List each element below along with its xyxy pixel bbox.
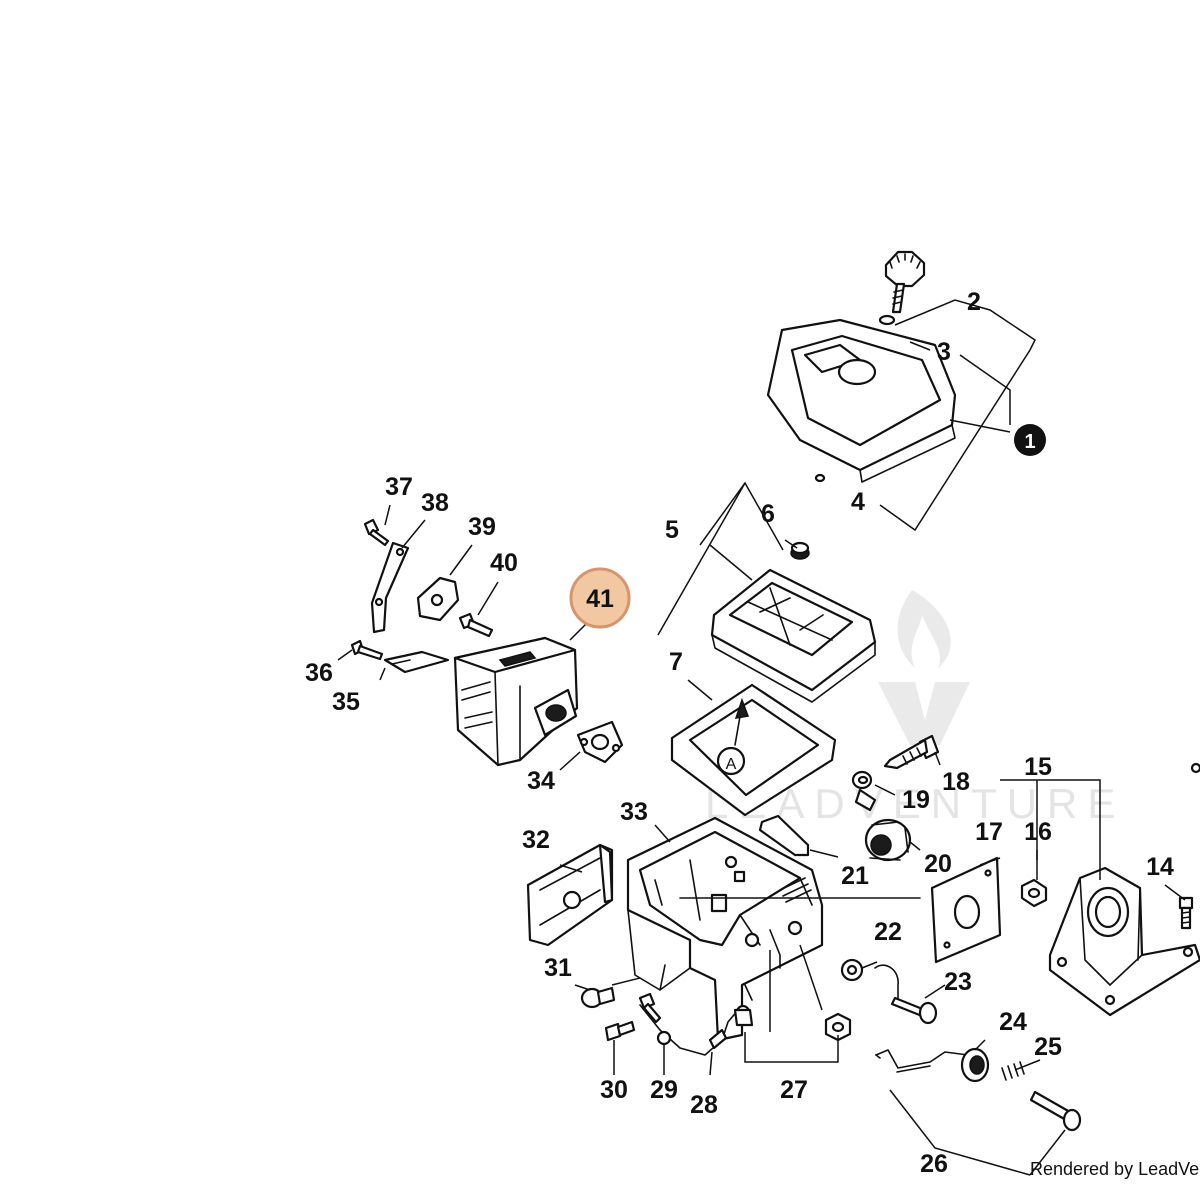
callout-33: 33 <box>620 798 648 826</box>
shaft-nut <box>824 1012 852 1042</box>
gasket-17 <box>930 856 1002 964</box>
render-credit: Rendered by LeadVen <box>1030 1159 1200 1179</box>
lever-26 <box>875 1049 969 1073</box>
rod-23 <box>874 964 938 1025</box>
grommet <box>790 541 810 560</box>
callout-26: 26 <box>920 1150 948 1178</box>
callout-3: 3 <box>937 338 951 366</box>
callout-2: 2 <box>967 288 981 316</box>
callout-31: 31 <box>544 954 572 982</box>
exhaust-gasket <box>576 720 624 764</box>
callout-24: 24 <box>999 1008 1027 1036</box>
callout-35: 35 <box>332 688 360 716</box>
callout-29: 29 <box>650 1076 678 1104</box>
pin <box>1029 1090 1082 1132</box>
callout-22: 22 <box>874 918 902 946</box>
callout-38: 38 <box>421 489 449 517</box>
callout-16: 16 <box>1024 818 1052 846</box>
callout-18: 18 <box>942 768 970 796</box>
callout-25: 25 <box>1034 1033 1062 1061</box>
callout-19: 19 <box>902 786 930 814</box>
callout-39: 39 <box>468 513 496 541</box>
fitting-27 <box>733 1004 754 1027</box>
nut-16 <box>1020 878 1048 908</box>
spring-25 <box>1001 1061 1025 1081</box>
callout-23: 23 <box>944 968 972 996</box>
air-filter-cover <box>766 318 957 483</box>
callout-17: 17 <box>975 818 1003 846</box>
callout-20: 20 <box>924 850 952 878</box>
callout-6: 6 <box>761 500 775 528</box>
detail-marker-a: A <box>716 697 750 776</box>
o-ring <box>878 314 896 326</box>
connector-29 <box>638 992 662 1024</box>
screw-18 <box>883 734 940 770</box>
bracket-38 <box>370 541 410 634</box>
highlighted-callout-41[interactable]: 41 <box>569 567 631 629</box>
regulator-20 <box>864 818 912 862</box>
screw-14 <box>1178 896 1194 930</box>
roller-24 <box>960 1047 990 1083</box>
small-washer <box>814 473 826 483</box>
callout-15: 15 <box>1024 753 1052 781</box>
edge-fragment <box>1190 762 1200 774</box>
screw-36 <box>350 639 384 661</box>
screw-31 <box>580 986 616 1009</box>
clip-35 <box>383 650 450 674</box>
assembly-marker-1: 1 <box>1014 424 1046 456</box>
screw-30 <box>604 1020 636 1042</box>
plate-39 <box>416 576 460 622</box>
assembly-marker-label: 1 <box>1024 431 1035 453</box>
callout-32: 32 <box>522 826 550 854</box>
flange <box>1048 866 1200 1017</box>
callout-7: 7 <box>669 648 683 676</box>
cable-28 <box>639 1004 739 1056</box>
knob-screw <box>884 250 926 314</box>
callout-27: 27 <box>780 1076 808 1104</box>
carburetor-box <box>626 816 921 1042</box>
leader-lines <box>337 299 1186 1176</box>
part-21 <box>758 814 810 857</box>
callout-5: 5 <box>665 516 679 544</box>
nut-19 <box>851 770 877 812</box>
callout-37: 37 <box>385 473 413 501</box>
callout-21: 21 <box>841 862 869 890</box>
detail-marker-label: A <box>726 756 737 773</box>
side-plate <box>526 843 614 947</box>
callout-40: 40 <box>490 549 518 577</box>
callout-14: 14 <box>1146 853 1174 881</box>
callout-30: 30 <box>600 1076 628 1104</box>
callout-labels: 2 3 4 5 6 7 14 15 16 17 18 19 20 21 22 2… <box>305 288 1174 1178</box>
screw-40 <box>458 612 494 638</box>
callout-34: 34 <box>527 767 555 795</box>
callout-41: 41 <box>586 585 614 613</box>
bushing-22 <box>840 958 864 982</box>
highlighted-part-41 <box>453 636 579 767</box>
callout-28: 28 <box>690 1091 718 1119</box>
callout-4: 4 <box>851 488 865 516</box>
callout-36: 36 <box>305 659 333 687</box>
air-filter <box>710 568 877 703</box>
screw-37 <box>363 518 390 547</box>
